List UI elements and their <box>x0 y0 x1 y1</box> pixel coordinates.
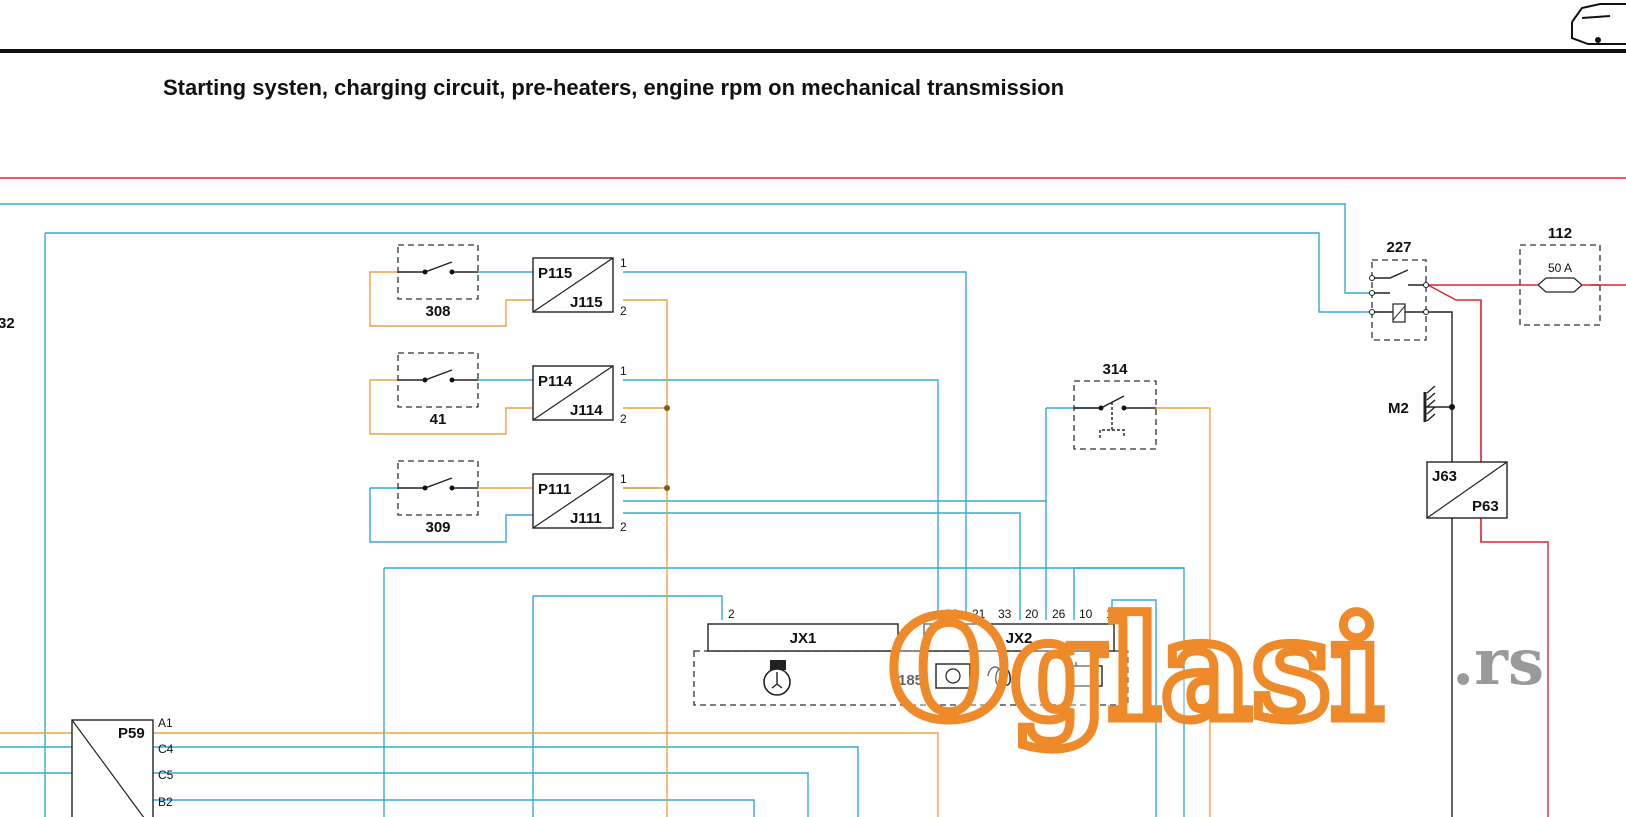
ecu-jx1-pin: 2 <box>728 607 735 621</box>
wires-orange <box>0 271 1211 817</box>
module-p115-bottom: J115 <box>570 294 603 311</box>
vehicle-logo-icon <box>1571 3 1626 45</box>
junction-dots <box>664 405 670 491</box>
ecu-jx2-pin-33: 33 <box>998 607 1012 621</box>
ground-m2: M2 <box>1388 385 1436 422</box>
module-p115-top: P115 <box>538 265 572 282</box>
switch-309-label: 309 <box>425 519 450 536</box>
ecu-jx2-pin-22: 22 <box>945 607 959 621</box>
wires-blue <box>0 203 1376 817</box>
module-j63: J63 P63 <box>1426 461 1508 519</box>
module-p114: P114 J114 1 2 <box>532 364 627 426</box>
module-p114-pin-1: 1 <box>620 364 627 378</box>
module-p59-pin-a1: A1 <box>158 716 173 730</box>
module-p114-pin-2: 2 <box>620 412 627 426</box>
watermark-suffix: .rs <box>1452 625 1544 700</box>
ecu-unit-label: 185 <box>898 672 923 689</box>
coil-icon <box>987 666 1011 686</box>
ecu-jx2-pin-20: 20 <box>1025 607 1039 621</box>
module-p111-pin-2: 2 <box>620 520 627 534</box>
ecu-jx1-label: JX1 <box>790 630 817 647</box>
watermark-logo: Oglasi .rs <box>884 584 1545 757</box>
ecu-jx2-label: JX2 <box>1006 630 1033 647</box>
module-p59-pin-b2: B2 <box>158 795 173 809</box>
ecu-unit: JX1 JX2 2 22 21 33 20 26 10 11 185 <box>693 607 1129 706</box>
temperature-sensor-icon <box>935 663 971 689</box>
switch-308-label: 308 <box>425 303 450 320</box>
module-p114-top: P114 <box>538 373 573 390</box>
header-rule <box>0 49 1626 53</box>
ecu-jx2-pin-10: 10 <box>1079 607 1093 621</box>
module-p115-pin-2: 2 <box>620 304 627 318</box>
switch-308: 308 <box>397 244 479 320</box>
ecu-jx2-pin-26: 26 <box>1052 607 1066 621</box>
module-j63-bottom: P63 <box>1472 498 1499 515</box>
module-p115-pin-1: 1 <box>620 256 627 270</box>
module-p59-pin-c5: C5 <box>158 768 174 782</box>
fuse-112-rating: 50 A <box>1548 261 1572 275</box>
wires-black <box>1425 311 1455 817</box>
diagram-title: Starting systen, charging circuit, pre-h… <box>163 75 1064 100</box>
module-p111-pin-1: 1 <box>620 472 627 486</box>
battery-icon <box>1069 662 1103 687</box>
module-p111-bottom: J111 <box>570 510 602 527</box>
module-p59-pin-c4: C4 <box>158 742 174 756</box>
fuse-112-label: 112 <box>1548 225 1572 242</box>
ecu-jx2-pin-21: 21 <box>972 607 986 621</box>
switch-41: 41 <box>397 352 479 428</box>
ecu-jx2-pin-11: 11 <box>1106 607 1119 621</box>
switch-314-label: 314 <box>1102 361 1128 378</box>
relay-227: 227 <box>1369 239 1429 341</box>
fuse-112: 50 A 112 <box>1519 225 1601 326</box>
watermark-brand: Oglasi <box>888 588 1384 752</box>
module-p59-label: P59 <box>118 725 145 742</box>
module-p111: P111 J111 1 2 <box>532 472 627 534</box>
sensor-icon <box>763 660 791 696</box>
edge-label: 32 <box>0 315 15 332</box>
module-p114-bottom: J114 <box>570 402 603 419</box>
switch-314: 314 <box>1073 361 1157 450</box>
module-j63-top: J63 <box>1432 468 1457 485</box>
module-p115: P115 J115 1 2 <box>532 256 627 318</box>
switch-309: 309 <box>397 460 479 536</box>
ground-m2-label: M2 <box>1388 400 1409 417</box>
switch-41-label: 41 <box>430 411 447 428</box>
relay-227-label: 227 <box>1386 239 1411 256</box>
module-p111-top: P111 <box>538 481 571 498</box>
module-p59: P59 A1 C4 C5 B2 <box>71 716 174 817</box>
